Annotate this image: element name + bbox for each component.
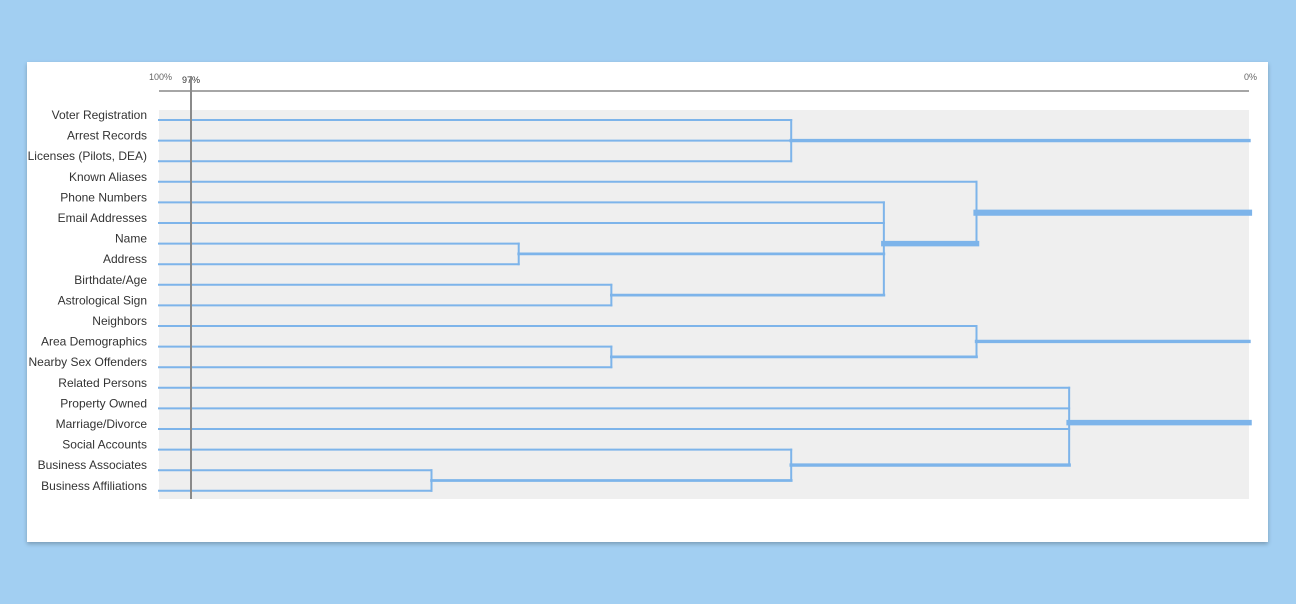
leaf-label: Astrological Sign: [58, 293, 147, 307]
leaf-label: Social Accounts: [62, 438, 147, 452]
leaf-label: Area Demographics: [41, 335, 147, 349]
leaf-label: Licenses (Pilots, DEA): [28, 149, 147, 163]
leaf-label: Business Associates: [38, 458, 147, 472]
leaf-label: Phone Numbers: [60, 190, 147, 204]
leaf-label: Name: [115, 232, 147, 246]
leaf-label: Neighbors: [92, 314, 147, 328]
leaf-label: Email Addresses: [58, 211, 147, 225]
axis-label-max: 100%: [149, 72, 172, 82]
leaf-label: Birthdate/Age: [74, 273, 147, 287]
dendrogram-links: [158, 119, 1253, 492]
leaf-label: Known Aliases: [69, 170, 147, 184]
leaf-label: Arrest Records: [67, 129, 147, 143]
leaf-label: Voter Registration: [52, 108, 147, 122]
leaf-label: Nearby Sex Offenders: [28, 355, 147, 369]
leaf-label: Business Affiliations: [41, 479, 147, 493]
axis-label-min: 0%: [1244, 72, 1257, 82]
leaf-label: Property Owned: [60, 396, 147, 410]
leaf-label: Marriage/Divorce: [56, 417, 148, 431]
leaf-label: Related Persons: [58, 376, 147, 390]
leaf-label: Address: [103, 252, 147, 266]
